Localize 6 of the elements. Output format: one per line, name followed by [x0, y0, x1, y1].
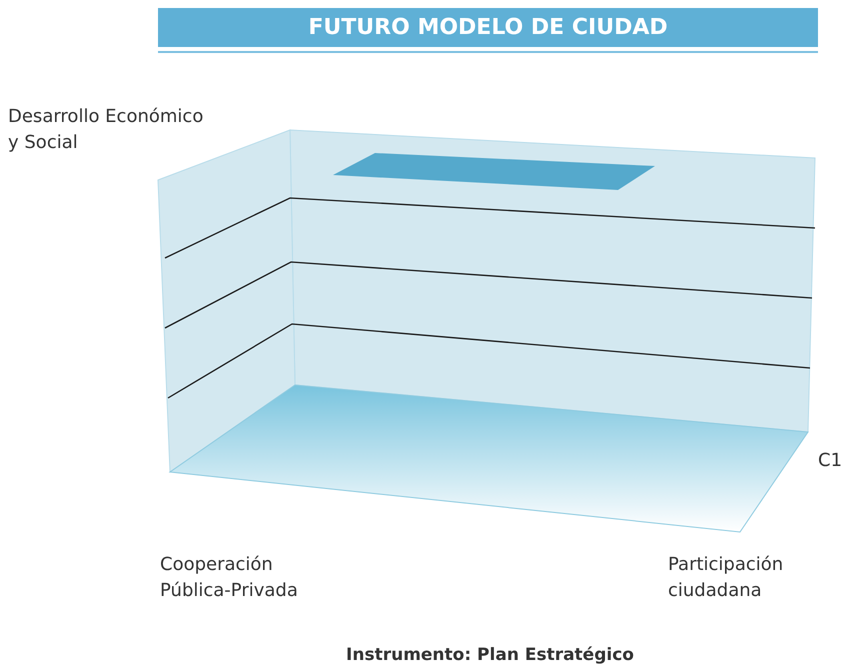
- axis-label: Cooperación Pública-Privada: [160, 553, 299, 603]
- caption: Instrumento: Plan Estratégico: [345, 644, 635, 667]
- axis-label: C1: [818, 449, 842, 473]
- title-banner: FUTURO MODELO DE CIUDAD: [158, 8, 818, 47]
- axis-label: Desarrollo Económico y Social: [8, 105, 204, 155]
- axis-label: Participación ciudadana: [668, 553, 784, 603]
